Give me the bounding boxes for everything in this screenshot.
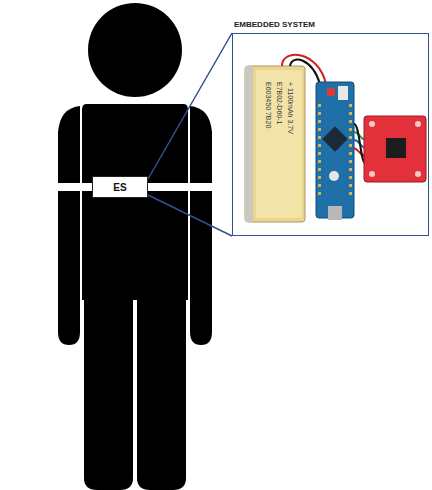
mount-hole — [369, 171, 375, 177]
battery-edge — [245, 66, 253, 222]
pin — [318, 104, 321, 107]
battery-marking: E7B02-D60-1 — [276, 82, 283, 124]
pin — [318, 112, 321, 115]
pin — [349, 120, 352, 123]
pin — [349, 144, 352, 147]
person-silhouette — [58, 3, 212, 490]
torso — [82, 104, 188, 300]
pin — [318, 144, 321, 147]
pin — [318, 160, 321, 163]
battery-marking: + 1100mAh 3.7V — [287, 82, 294, 134]
battery — [245, 66, 305, 222]
header — [338, 86, 348, 100]
battery-marking: E603450 7B20 — [265, 82, 272, 128]
black-wire — [290, 60, 320, 84]
battery-label — [256, 70, 302, 218]
left-arm — [58, 106, 80, 345]
mount-hole — [415, 171, 421, 177]
pin — [318, 136, 321, 139]
sensor-board — [364, 116, 426, 182]
pin — [318, 128, 321, 131]
right-arm — [190, 106, 212, 345]
mount-hole — [415, 121, 421, 127]
pin — [349, 112, 352, 115]
sensor-pcb — [364, 116, 426, 182]
pin — [318, 168, 321, 171]
pin — [349, 176, 352, 179]
pin — [318, 192, 321, 195]
pin-rows — [318, 104, 352, 195]
arduino-board — [316, 82, 354, 220]
sensor-chip — [386, 138, 406, 158]
battery-body — [245, 66, 305, 222]
pin — [349, 104, 352, 107]
left-leg — [84, 290, 133, 490]
zoom-line — [148, 195, 232, 236]
arduino-pcb — [316, 82, 354, 218]
pin — [349, 152, 352, 155]
logo — [329, 171, 339, 181]
red-wire — [282, 55, 326, 84]
head — [88, 3, 182, 97]
pin — [318, 152, 321, 155]
box-label: ES — [113, 182, 126, 193]
pin — [349, 128, 352, 131]
pin — [349, 136, 352, 139]
pin — [318, 184, 321, 187]
right-leg — [137, 290, 186, 490]
box-heading: EMBEDDED SYSTEM — [234, 20, 315, 29]
zoom-line — [148, 33, 232, 179]
chip — [322, 126, 347, 151]
pin — [349, 168, 352, 171]
pin — [349, 192, 352, 195]
mount-hole — [369, 121, 375, 127]
usb-port — [328, 206, 342, 220]
reset-button — [327, 88, 335, 96]
es-box: ES — [92, 176, 148, 198]
pin — [318, 176, 321, 179]
pin — [318, 120, 321, 123]
pin — [349, 160, 352, 163]
pin — [349, 184, 352, 187]
embedded-system-box: EMBEDDED SYSTEM — [232, 33, 429, 236]
